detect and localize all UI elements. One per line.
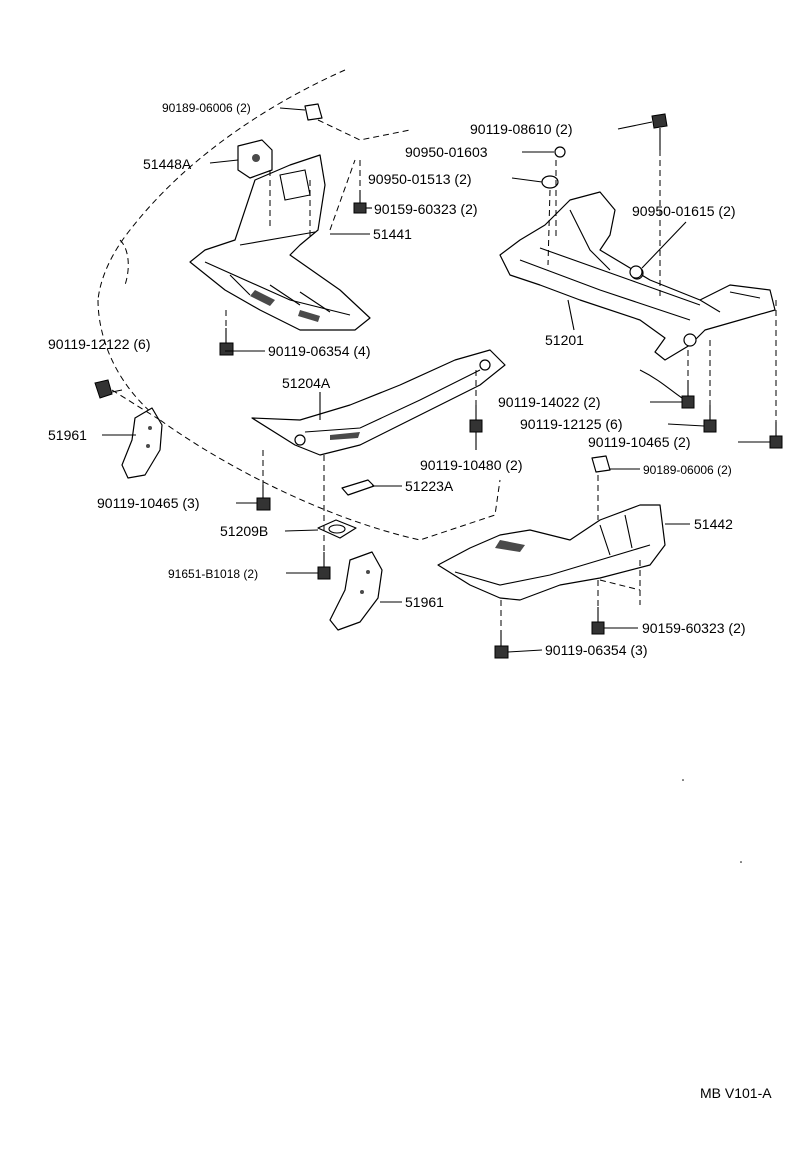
label-51441: 51441: [373, 226, 412, 242]
part-51223A: [341, 479, 375, 496]
label-51223A: 51223A: [405, 478, 454, 494]
diagram-reference: MB V101-A: [700, 1085, 772, 1101]
label-90119-12125: 90119-12125 (6): [520, 416, 622, 432]
label-90119-08610: 90119-08610 (2): [470, 121, 572, 137]
part-51961-lower: [329, 551, 383, 631]
label-90189-06006-lower: 90189-06006 (2): [643, 463, 732, 477]
label-90950-01513: 90950-01513 (2): [368, 171, 472, 187]
fasteners: [94, 103, 783, 659]
label-90119-10465-3: 90119-10465 (3): [97, 495, 199, 511]
label-90119-10480: 90119-10480 (2): [420, 457, 522, 473]
label-90950-01615: 90950-01615 (2): [632, 203, 736, 219]
label-90119-06354-3: 90119-06354 (3): [545, 642, 647, 658]
label-90119-10465-2: 90119-10465 (2): [588, 434, 690, 450]
label-51209B: 51209B: [220, 523, 268, 539]
label-90159-60323-upper: 90159-60323 (2): [374, 201, 478, 217]
part-51448A: [237, 139, 273, 179]
part-51961-upper: [121, 407, 163, 479]
part-51204A: [251, 349, 506, 456]
leader-lines: [102, 107, 770, 653]
label-90189-06006: 90189-06006 (2): [162, 101, 251, 115]
label-90159-60323-lower: 90159-60323 (2): [642, 620, 746, 636]
label-51448A: 51448A: [143, 156, 192, 172]
label-90119-12122: 90119-12122 (6): [48, 336, 150, 352]
label-51961-upper: 51961: [48, 427, 87, 443]
label-51961-lower: 51961: [405, 594, 444, 610]
label-51201: 51201: [545, 332, 584, 348]
part-51209B: [317, 519, 357, 539]
part-51441: [189, 154, 371, 331]
label-51204A: 51204A: [282, 375, 331, 391]
alignment-lines: [111, 119, 777, 630]
label-51442: 51442: [694, 516, 733, 532]
label-91651-B1018: 91651-B1018 (2): [168, 567, 258, 581]
label-90119-14022: 90119-14022 (2): [498, 394, 600, 410]
vehicle-body-outline: [97, 69, 501, 541]
specks: [682, 779, 742, 863]
part-51442: [437, 504, 666, 601]
label-90119-06354-4: 90119-06354 (4): [268, 343, 370, 359]
part-labels: 90189-06006 (2) 90950-01603 90119-08610 …: [48, 101, 772, 1101]
label-90950-01603: 90950-01603: [405, 144, 488, 160]
